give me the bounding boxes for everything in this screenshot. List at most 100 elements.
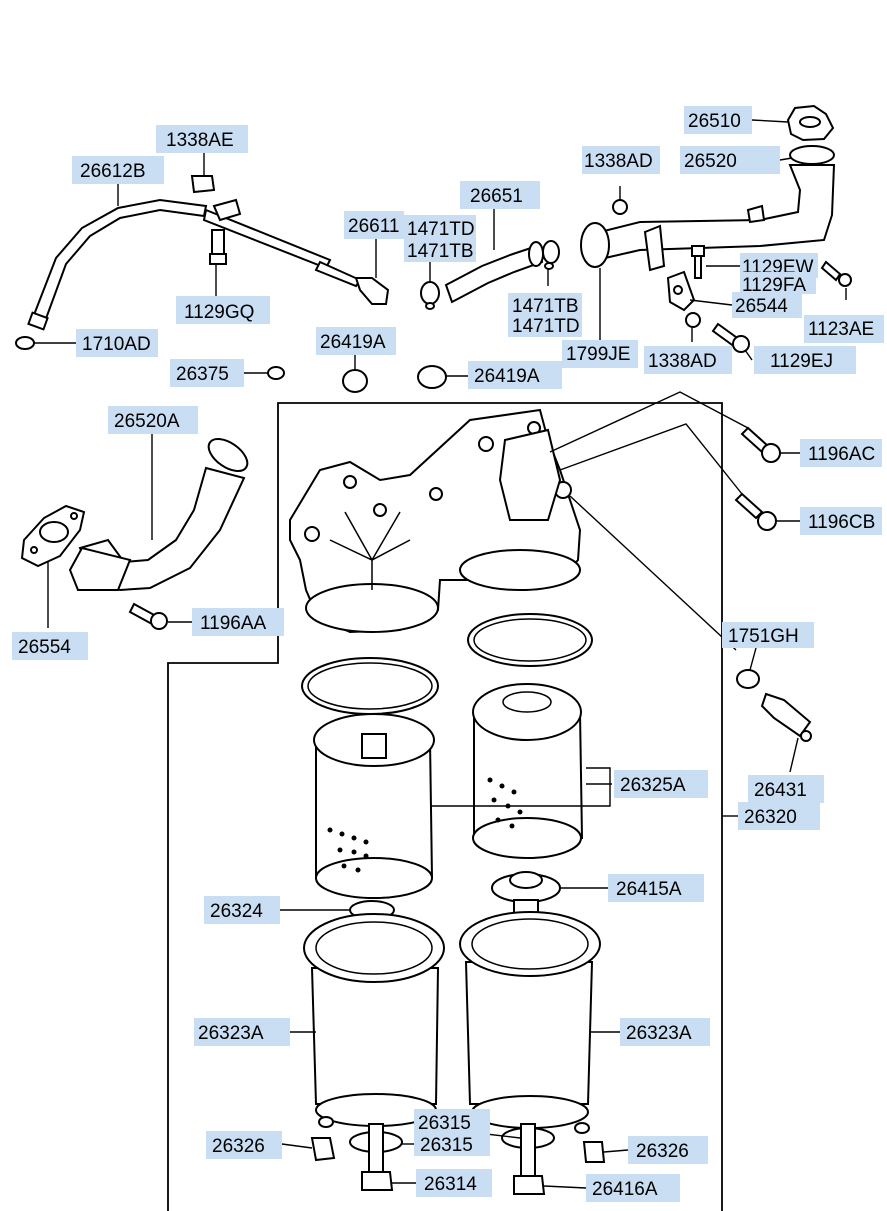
callout-26325A: 26325A (614, 770, 708, 798)
bolt-1129EW (691, 245, 705, 279)
callout-text: 1338AD (584, 151, 653, 172)
callout-text: 26323A (198, 1023, 264, 1044)
drain-bolt-26416A (513, 1123, 546, 1195)
nut-1338AE (190, 175, 216, 194)
plug-26326-right (574, 1122, 606, 1163)
callout-text: 26520 (684, 151, 737, 172)
dipstick (202, 198, 390, 305)
callout-1129GQ: 1129GQ (176, 296, 270, 324)
callout-26419A-right: 26419A (468, 361, 562, 389)
element-perforations-left (327, 827, 369, 873)
callout-text: 1471TD (512, 316, 580, 337)
callout-text: 1471TB (407, 241, 474, 262)
bolt-1196AA (128, 602, 168, 630)
callout-1338AE: 1338AE (156, 125, 248, 153)
seal-ring-right (467, 613, 593, 667)
callout-text: 1751GH (728, 626, 799, 647)
callout-text: 26315 (418, 1113, 471, 1134)
callout-26651: 26651 (460, 181, 540, 209)
bolt-1196AC (740, 426, 781, 463)
seal-ring-left (301, 657, 439, 715)
callout-1129EJ: 1129EJ (754, 346, 856, 374)
o-ring-1710AD (15, 336, 35, 350)
filter-element-right (472, 683, 584, 859)
callout-26320: 26320 (738, 802, 820, 830)
callout-text: 1196AA (200, 613, 267, 634)
callout-1471TB-top: 1471TB (404, 237, 476, 262)
pipe-bracket (666, 270, 696, 312)
callout-26419A-left: 26419A (316, 327, 396, 355)
callout-1129FA: 1129FA (740, 272, 816, 296)
element-perforations-right (487, 777, 523, 829)
callout-1338AD-top: 1338AD (582, 146, 660, 174)
callout-26326-right: 26326 (628, 1136, 708, 1164)
callout-text: 1196CB (808, 512, 875, 533)
callout-text: 26554 (18, 637, 71, 658)
bolt-1196CB (734, 492, 777, 531)
callout-text: 26611 (348, 216, 399, 237)
callout-1196AA: 1196AA (192, 608, 284, 636)
filler-neck-26520A (68, 438, 249, 592)
callout-26324: 26324 (204, 896, 280, 924)
callout-text: 26520A (114, 411, 180, 432)
callout-26323A-right: 26323A (620, 1018, 710, 1046)
callout-text: 1799JE (566, 344, 630, 365)
callout-1799JE: 1799JE (562, 340, 638, 368)
callout-26314: 26314 (416, 1169, 492, 1197)
callout-text: 26375 (176, 364, 229, 385)
callout-26520: 26520 (680, 146, 780, 174)
hose-clamp-right (542, 240, 560, 270)
nut-1338AD-bottom (685, 312, 701, 328)
callout-text: 26419A (474, 366, 540, 387)
callout-text: 1129FA (742, 275, 806, 296)
gasket-26554 (20, 504, 86, 568)
callout-text: 26326 (212, 1136, 265, 1157)
callout-text: 1123AE (808, 319, 874, 340)
callout-text: 1338AE (166, 130, 234, 151)
callout-26315-bottom: 26315 (414, 1131, 490, 1156)
callout-26554: 26554 (12, 632, 88, 660)
nut-1338AD-top (612, 199, 628, 215)
callout-26544: 26544 (732, 292, 802, 318)
callout-text: 1129GQ (184, 302, 254, 323)
callout-1196AC: 1196AC (800, 439, 882, 467)
callout-text: 1196AC (808, 444, 875, 465)
callout-1471TD-top: 1471TD (404, 215, 476, 240)
callout-text: 26314 (424, 1174, 477, 1195)
callout-text: 26326 (636, 1141, 689, 1162)
callout-text: 26431 (754, 780, 807, 801)
leader-lines (34, 119, 847, 1189)
callout-text: 26510 (688, 111, 741, 132)
callout-text: 26324 (210, 901, 263, 922)
callout-text: 1338AD (648, 351, 717, 372)
callout-text: 1471TB (512, 296, 579, 317)
callout-text: 26325A (620, 775, 686, 796)
callout-text: 26612B (80, 161, 146, 182)
callout-text: 26315 (420, 1135, 473, 1156)
filter-element-left (313, 713, 435, 899)
plug-26326-left (310, 1116, 336, 1162)
washer-1751GH (736, 669, 760, 689)
callout-text: 26415A (616, 879, 682, 900)
callout-text: 1129EJ (770, 351, 833, 372)
oil-filler-neck (580, 145, 836, 272)
callout-26323A-left: 26323A (194, 1018, 290, 1046)
callout-text: 26323A (626, 1023, 692, 1044)
assembly-frame (167, 402, 723, 1211)
filter-head (289, 408, 582, 634)
callout-1751GH: 1751GH (722, 622, 814, 648)
callout-1338AD-bottom: 1338AD (644, 346, 732, 374)
o-ring-26419A-left (342, 369, 368, 393)
callout-26315-top: 26315 (414, 1109, 490, 1134)
bolt-1129EJ (711, 322, 750, 353)
filter-bowl-left (303, 913, 445, 1127)
hose-clamp-left (420, 281, 440, 310)
callout-1710AD: 1710AD (76, 329, 158, 357)
drain-bolt-26314 (361, 1123, 394, 1191)
callout-26612B: 26612B (72, 156, 164, 184)
filter-bowl-right (459, 911, 601, 1129)
callout-text: 1471TD (407, 219, 475, 240)
callout-text: 26651 (470, 186, 523, 207)
breather-hose (444, 241, 544, 304)
callout-text: 1710AD (82, 334, 151, 355)
